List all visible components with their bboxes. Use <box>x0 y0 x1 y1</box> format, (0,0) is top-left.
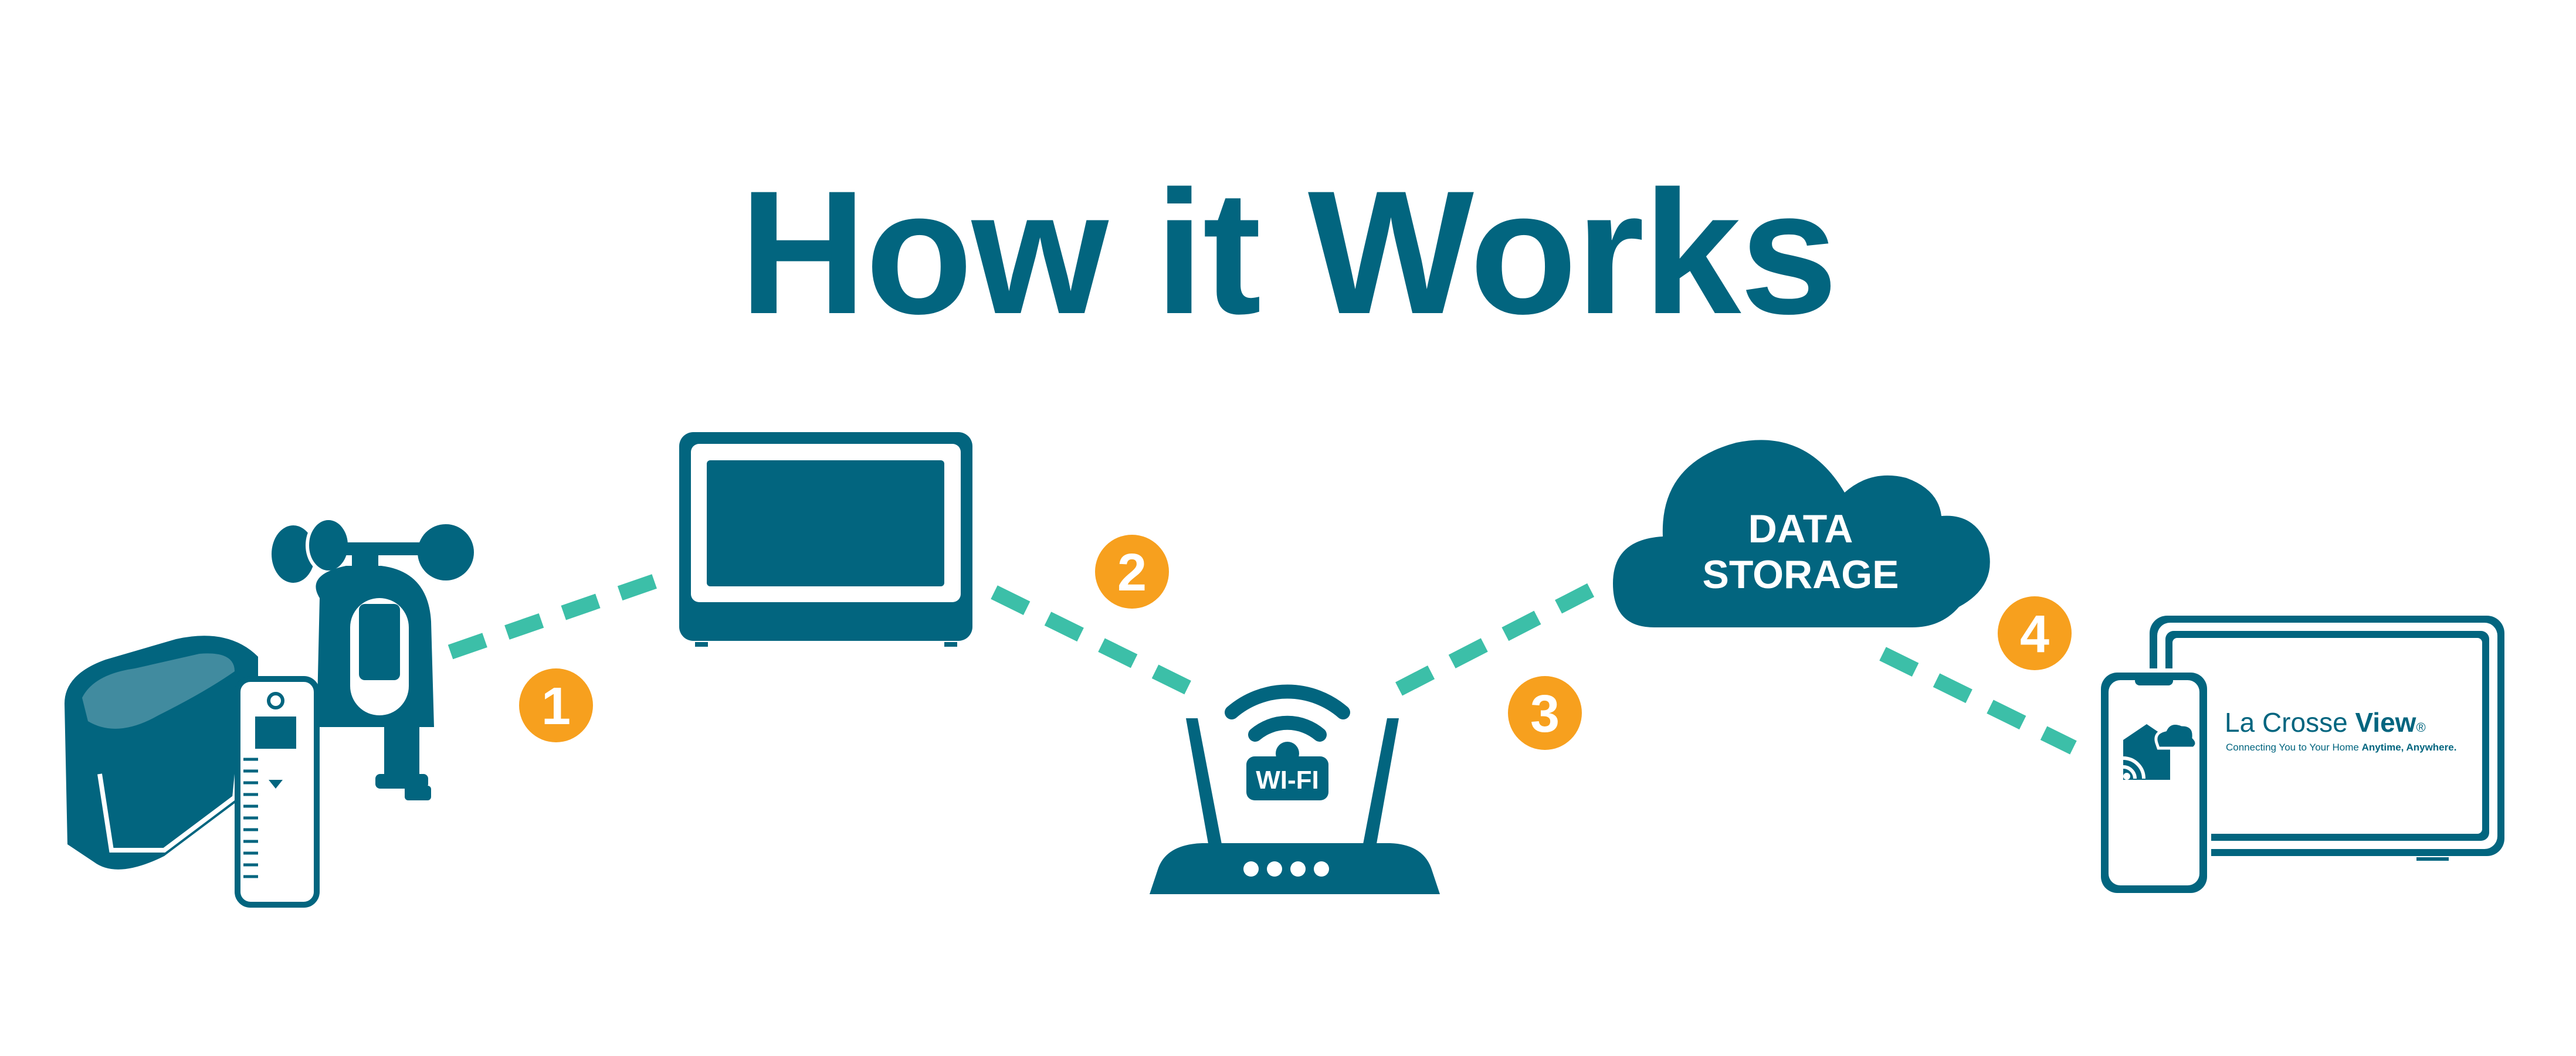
connector-display-to-router <box>991 585 1194 696</box>
connector-sensor-to-display <box>448 573 660 660</box>
phone-icon <box>2097 668 2211 897</box>
page-title: How it Works <box>739 154 1838 351</box>
wifi-label: WI-FI <box>1256 766 1319 794</box>
cloud-label-line-2: STORAGE <box>1702 552 1899 597</box>
cloud-label-line-1: DATA <box>1748 507 1853 551</box>
cloud-icon: DATA STORAGE <box>1613 440 1990 627</box>
display-station-icon <box>679 432 972 647</box>
app-brand-name: La Crosse View® <box>2225 707 2426 738</box>
app-tagline: Connecting You to Your Home Anytime, Any… <box>2226 742 2456 753</box>
step-number-2: 2 <box>1117 544 1147 602</box>
step-badge-2: 2 <box>1095 535 1169 609</box>
connector-router-to-cloud <box>1395 582 1596 696</box>
step-badge-1: 1 <box>519 668 593 742</box>
step-number-3: 3 <box>1530 685 1560 743</box>
app-home-cloud-icon <box>2123 722 2198 780</box>
step-number-1: 1 <box>541 677 571 736</box>
wifi-router-icon: WI-FI <box>1150 684 1440 894</box>
tablet-icon: La Crosse View® Connecting You to Your H… <box>2150 616 2504 861</box>
step-badge-4: 4 <box>1998 596 2072 670</box>
step-number-4: 4 <box>2020 605 2049 664</box>
connector-cloud-to-devices <box>1879 647 2077 755</box>
connector-links <box>448 573 2077 755</box>
step-badge-3: 3 <box>1508 676 1582 750</box>
weather-sensor-icon <box>65 517 474 908</box>
